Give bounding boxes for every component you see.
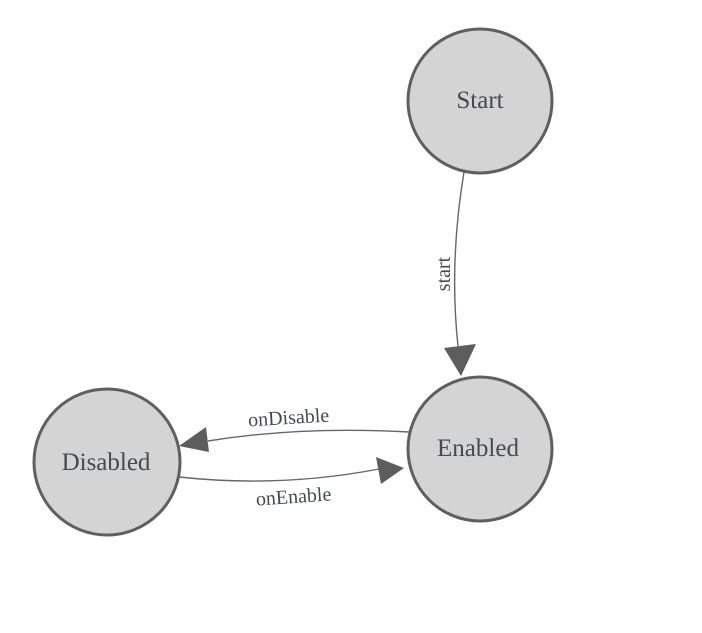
- state-node-enabled-label: Enabled: [437, 435, 519, 462]
- state-node-disabled-label: Disabled: [62, 449, 151, 476]
- edge-label-ondisable: onDisable: [247, 405, 329, 432]
- edge-start-to-enabled: [453, 171, 465, 347]
- edge-start-to-enabled-arrowhead-icon: [444, 344, 476, 376]
- edge-disabled-to-enabled: [178, 468, 380, 482]
- edge-enabled-to-disabled: [207, 429, 410, 442]
- edge-enabled-to-disabled-arrowhead-icon: [179, 427, 209, 452]
- state-node-start-label: Start: [456, 87, 503, 114]
- state-node-start[interactable]: [406, 27, 554, 175]
- edge-label-start: start: [433, 256, 455, 291]
- edge-disabled-to-enabled-arrowhead-icon: [376, 457, 404, 484]
- state-node-disabled[interactable]: [32, 387, 182, 537]
- state-node-enabled[interactable]: [406, 375, 554, 523]
- edge-label-onenable: onEnable: [255, 483, 332, 510]
